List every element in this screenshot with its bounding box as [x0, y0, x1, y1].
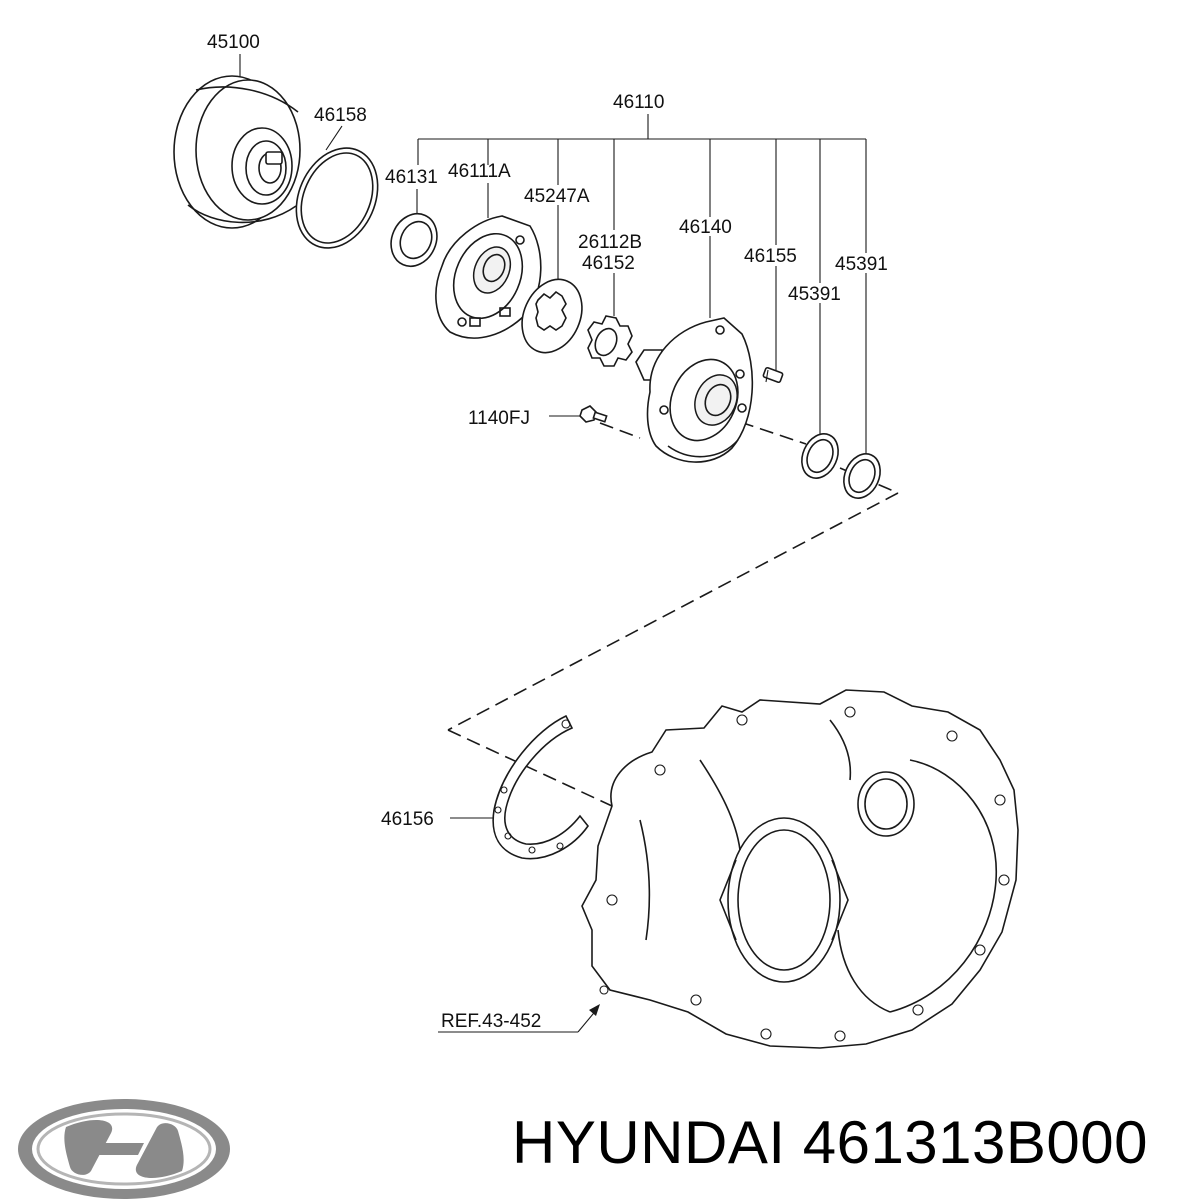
oil-seal-drawing	[390, 212, 438, 268]
label-46111A: 46111A	[448, 161, 511, 182]
transmission-case-drawing	[581, 689, 1019, 1049]
part-labels: 45100 46158 46110 46131 46111A 45247A 26…	[207, 32, 888, 1032]
hyundai-logo	[18, 1099, 230, 1199]
o-ring-drawing	[295, 147, 379, 249]
label-45391-outer: 45391	[835, 254, 888, 275]
seal-rings-drawing	[801, 433, 881, 499]
label-46156: 46156	[381, 809, 434, 830]
label-45391-inner: 45391	[788, 284, 841, 305]
label-45100: 45100	[207, 32, 260, 53]
label-45247A: 45247A	[524, 186, 590, 207]
pump-cover-drawing	[435, 215, 542, 339]
label-46155: 46155	[744, 246, 797, 267]
gasket-drawing	[492, 714, 589, 860]
bolt-drawing	[579, 405, 608, 423]
pump-housing-drawing	[635, 317, 754, 463]
brand-part-number: HYUNDAI 461313B000	[512, 1109, 1149, 1176]
inner-gear-drawing	[587, 315, 633, 367]
label-1140FJ: 1140FJ	[468, 408, 530, 429]
outer-gear-drawing	[521, 278, 583, 354]
label-46131: 46131	[385, 167, 438, 188]
label-46110: 46110	[613, 92, 664, 113]
leader-lines	[239, 54, 867, 1033]
label-46152: 46152	[582, 253, 635, 274]
label-26112B: 26112B	[578, 232, 642, 253]
label-46140: 46140	[679, 217, 732, 238]
label-46158: 46158	[314, 105, 367, 126]
label-ref-43-452: REF.43-452	[441, 1011, 541, 1032]
plug-drawing	[762, 366, 784, 384]
torque-converter-drawing	[173, 75, 301, 229]
